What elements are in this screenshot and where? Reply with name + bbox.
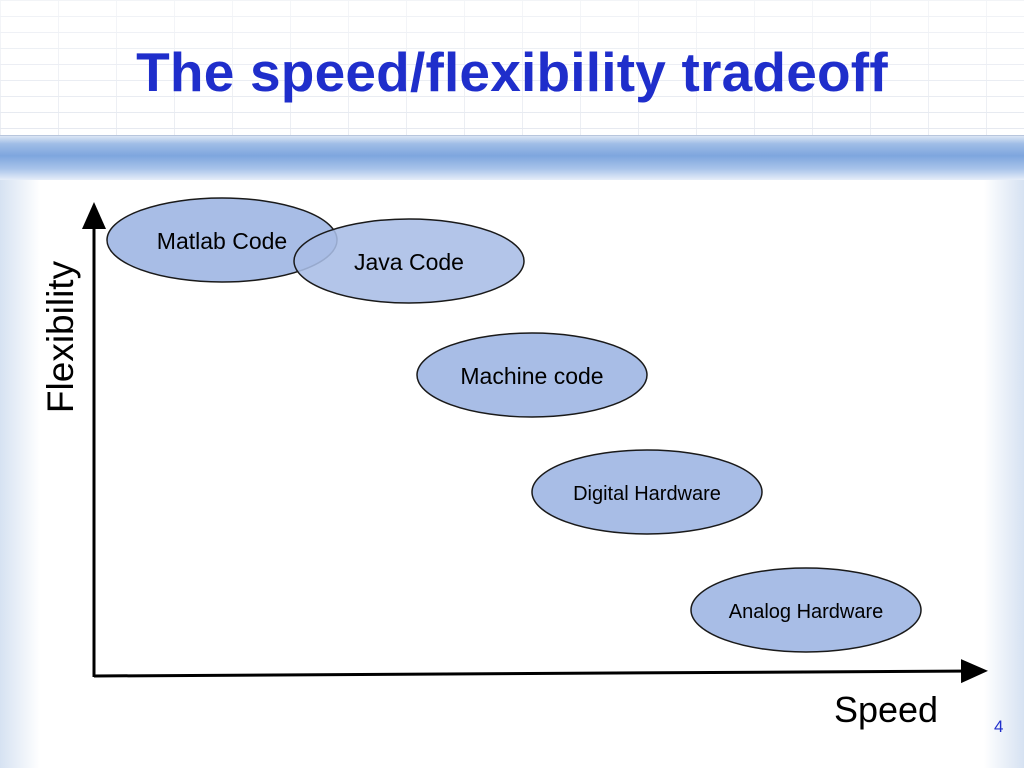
node-analog-hardware: Analog Hardware — [690, 567, 922, 653]
slide-title: The speed/flexibility tradeoff — [136, 41, 888, 103]
node-digital-hardware: Digital Hardware — [531, 449, 763, 535]
node-label: Matlab Code — [157, 228, 287, 254]
node-ellipse — [416, 332, 648, 418]
left-edge-gradient — [0, 180, 40, 768]
node-matlab-code: Matlab Code — [106, 197, 338, 283]
page-number: 4 — [994, 717, 1004, 736]
x-axis-label: Speed — [834, 689, 938, 730]
node-ellipse — [690, 567, 922, 653]
x-axis — [93, 659, 988, 684]
node-ellipse — [531, 449, 763, 535]
node-label: Digital Hardware — [573, 483, 721, 505]
node-label: Java Code — [354, 249, 464, 275]
header-grid-background — [0, 0, 1024, 138]
right-edge-gradient — [984, 180, 1024, 768]
node-label: Machine code — [460, 363, 603, 389]
node-label: Analog Hardware — [729, 601, 884, 623]
node-machine-code: Machine code — [416, 332, 648, 418]
node-ellipse — [293, 218, 525, 304]
y-axis-label: Flexibility — [40, 260, 81, 413]
header-band — [0, 136, 1024, 180]
node-java-code: Java Code — [293, 218, 525, 304]
